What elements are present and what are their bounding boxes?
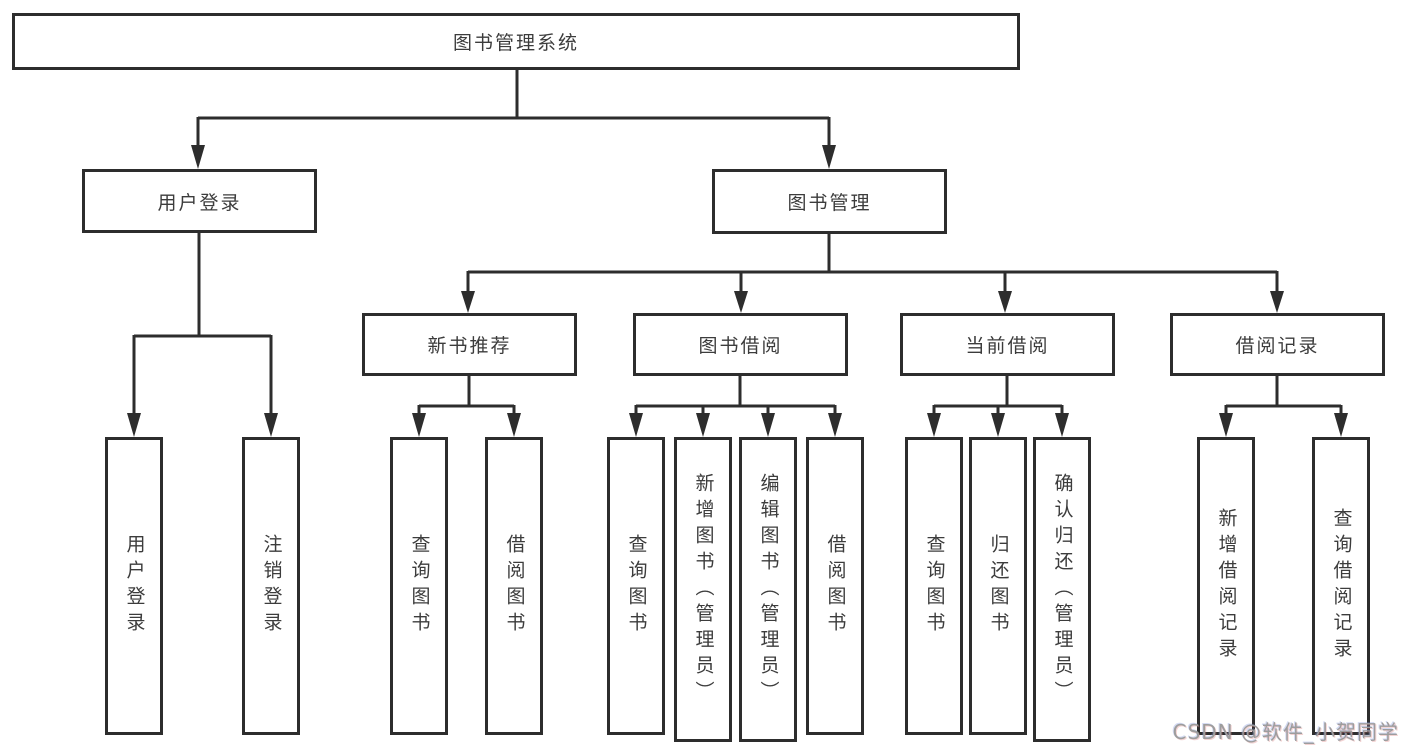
leaf-query-book-borrow: 查询图书 bbox=[607, 437, 665, 735]
node-label: 用户登录 bbox=[157, 191, 242, 214]
leaf-label: 借阅图书 bbox=[503, 534, 526, 638]
leaf-borrow-book: 借阅图书 bbox=[806, 437, 864, 735]
leaf-borrow-book-newbook: 借阅图书 bbox=[485, 437, 543, 735]
node-book-borrow: 图书借阅 bbox=[633, 313, 848, 376]
leaf-query-book-newbook: 查询图书 bbox=[390, 437, 448, 735]
node-book-management: 图书管理 bbox=[712, 169, 947, 234]
arrowheads bbox=[127, 145, 1348, 437]
node-borrow-records: 借阅记录 bbox=[1170, 313, 1385, 376]
node-user-login: 用户登录 bbox=[82, 169, 317, 233]
leaf-logout: 注销登录 bbox=[242, 437, 300, 735]
leaf-label: 新增图书（管理员） bbox=[692, 472, 715, 707]
leaf-return-book: 归还图书 bbox=[969, 437, 1027, 735]
node-label: 图书借阅 bbox=[698, 335, 783, 357]
leaf-add-borrow-record: 新增借阅记录 bbox=[1197, 437, 1255, 735]
leaf-query-borrow-record: 查询借阅记录 bbox=[1312, 437, 1370, 735]
leaf-label: 确认归还（管理员） bbox=[1051, 472, 1074, 707]
leaf-add-book-admin: 新增图书（管理员） bbox=[674, 437, 732, 742]
leaf-confirm-return-admin: 确认归还（管理员） bbox=[1033, 437, 1091, 742]
node-label: 当前借阅 bbox=[965, 335, 1050, 357]
node-label: 借阅记录 bbox=[1235, 335, 1320, 357]
node-label: 图书管理系统 bbox=[452, 32, 579, 54]
csdn-watermark: CSDN @软件_小贺同学 bbox=[1172, 720, 1399, 744]
leaf-label: 注销登录 bbox=[260, 534, 283, 638]
leaf-label: 新增借阅记录 bbox=[1215, 508, 1238, 664]
leaf-label: 用户登录 bbox=[123, 534, 146, 638]
node-library-management-system: 图书管理系统 bbox=[12, 13, 1020, 70]
leaf-label: 借阅图书 bbox=[824, 534, 847, 638]
leaf-label: 查询借阅记录 bbox=[1330, 508, 1353, 664]
leaf-query-book-current: 查询图书 bbox=[905, 437, 963, 735]
node-current-borrow: 当前借阅 bbox=[900, 313, 1115, 376]
node-label: 图书管理 bbox=[787, 192, 872, 214]
leaf-label: 查询图书 bbox=[408, 534, 431, 638]
leaf-label: 查询图书 bbox=[923, 534, 946, 638]
leaf-edit-book-admin: 编辑图书（管理员） bbox=[739, 437, 797, 742]
leaf-label: 归还图书 bbox=[987, 534, 1010, 638]
node-label: 新书推荐 bbox=[427, 335, 512, 357]
node-new-book-recommend: 新书推荐 bbox=[362, 313, 577, 376]
leaf-user-login: 用户登录 bbox=[105, 437, 163, 735]
leaf-label: 编辑图书（管理员） bbox=[757, 472, 780, 707]
leaf-label: 查询图书 bbox=[625, 534, 648, 638]
